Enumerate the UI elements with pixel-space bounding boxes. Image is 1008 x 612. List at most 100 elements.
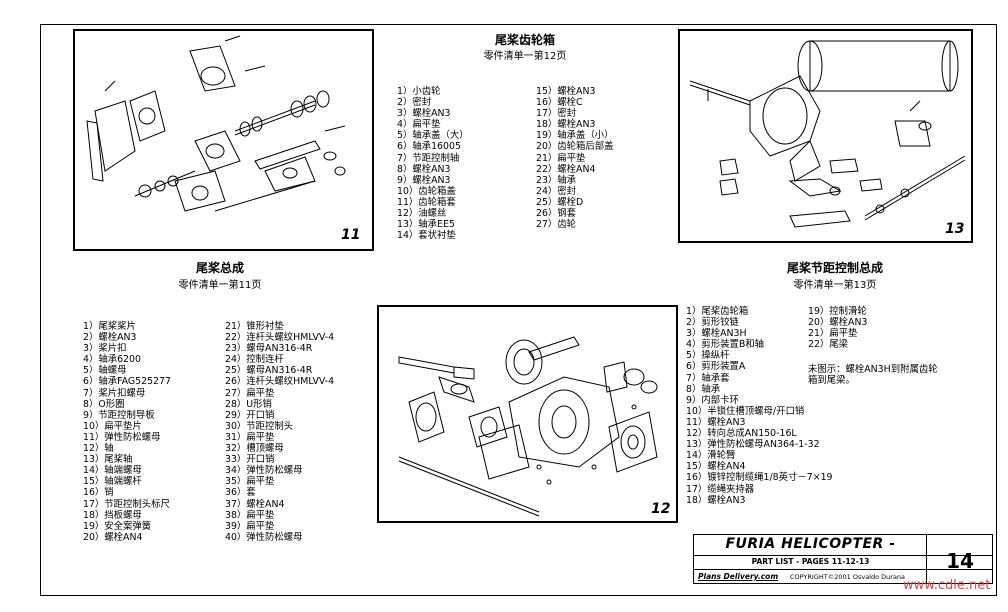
list-item: 12）转向总成AN150-16L — [686, 428, 797, 440]
list-item: 12）轴 — [83, 443, 114, 455]
copyright-text: COPYRIGHT©2001 Osvaldo Durana — [790, 573, 906, 581]
list-item: 2）剪形铰链 — [686, 317, 739, 329]
pitch-control-parts-list-col2: 19）控制滑轮 20）螺栓AN3 21）扁平垫 22）尾梁 — [808, 306, 867, 350]
list-item: 20）螺栓AN3 — [808, 317, 868, 329]
list-item: 16）镀锌控制缆绳1/8英寸－7×19 — [686, 472, 833, 484]
list-item: 19）轴承盖（小） — [536, 130, 614, 142]
list-item: 27）齿轮 — [536, 219, 577, 231]
list-item: 8）O形圈 — [83, 398, 125, 410]
list-item: 40）弹性防松螺母 — [225, 531, 303, 543]
list-item: 6）剪形装置A — [686, 361, 746, 373]
drawing-number-13: 13 — [945, 221, 965, 237]
list-item: 29）开口销 — [225, 409, 275, 421]
list-item: 6）轴承16005 — [397, 141, 461, 153]
list-item: 7）节距控制轴 — [397, 152, 460, 164]
list-item: 20）齿轮箱后部盖 — [536, 141, 614, 153]
pitch-control-subtitle: 零件清单一第13页 — [793, 280, 877, 291]
list-item: 18）挡板螺母 — [83, 509, 142, 521]
title-block: FURIA HELICOPTER - PART LIST - PAGES 11-… — [693, 534, 993, 584]
list-item: 18）螺栓AN3 — [536, 119, 596, 131]
drawing-title: FURIA HELICOPTER - — [725, 536, 896, 552]
list-item: 20）螺栓AN4 — [83, 531, 143, 543]
pitch-control-drawing — [689, 40, 966, 228]
page-number: 14 — [946, 549, 974, 573]
list-item: 21）扁平垫 — [808, 328, 858, 340]
website-link[interactable]: Plans Delivery.com — [698, 572, 779, 581]
list-item: 5）轴承盖（大） — [397, 130, 469, 142]
list-item: 3）螺栓AN3 — [397, 108, 451, 120]
list-item: 30）节距控制头 — [225, 420, 294, 432]
list-item: 13）轴承EE5 — [397, 219, 455, 231]
list-item: 9）内部卡环 — [686, 394, 739, 406]
list-item: 7）轴承套 — [686, 372, 730, 384]
drawing-11-box: 11 — [73, 29, 374, 251]
list-item: 12）油螺丝 — [397, 208, 447, 220]
list-item: 8）轴承 — [686, 383, 721, 395]
list-item: 11）螺栓AN3 — [686, 416, 746, 428]
list-item: 39）扁平垫 — [225, 520, 275, 532]
list-item: 21）锥形衬垫 — [225, 321, 284, 332]
list-item: 17）缆绳夹持器 — [686, 483, 755, 495]
list-item: 25）螺母AN316-4R — [225, 365, 313, 377]
list-item: 35）扁平垫 — [225, 476, 275, 488]
list-item: 3）桨片扣 — [83, 343, 127, 355]
list-item: 34）弹性防松螺母 — [225, 465, 303, 477]
list-item: 22）连杆头螺纹HMLVV-4 — [225, 332, 335, 344]
divider — [694, 555, 992, 556]
list-item: 2）密封 — [397, 97, 432, 109]
list-item: 3）螺栓AN3H — [686, 328, 747, 340]
list-item: 1）小齿轮 — [397, 86, 441, 97]
tail-rotor-subtitle: 零件清单一第11页 — [178, 280, 262, 291]
list-item: 14）套状衬垫 — [397, 230, 456, 242]
list-item: 14）滑轮臂 — [686, 450, 736, 462]
list-item: 15）轴端螺杆 — [83, 476, 142, 488]
list-item: 4）轴承6200 — [83, 354, 141, 366]
page-frame — [40, 24, 997, 596]
list-item: 1）尾桨桨片 — [83, 321, 136, 332]
list-item: 16）销 — [83, 487, 114, 499]
list-item: 24）控制连杆 — [225, 354, 284, 366]
gearbox-parts-list-col1: 1）小齿轮 2）密封 3）螺栓AN3 4）扁平垫 5）轴承盖（大） 6）轴承16… — [397, 86, 469, 241]
drawing-12-box: 12 — [377, 305, 678, 523]
tail-rotor-title: 尾桨总成 — [195, 261, 244, 275]
pitch-control-note: 未图示：螺栓AN3H到附属齿轮 箱到尾梁。 — [808, 364, 938, 386]
list-item: 22）螺栓AN4 — [536, 163, 596, 175]
list-item: 6）轴承FAG525277 — [83, 376, 171, 388]
list-item: 33）开口销 — [225, 454, 275, 466]
list-item: 8）螺栓AN3 — [397, 163, 451, 175]
list-item: 17）节距控制头标尺 — [83, 498, 170, 510]
list-item: 26）连杆头螺纹HMLVV-4 — [225, 376, 335, 388]
gearbox-subtitle: 零件清单一第12页 — [483, 51, 567, 62]
watermark: www.cdle.net — [903, 578, 991, 593]
list-item: 26）钢套 — [536, 208, 577, 220]
list-item: 27）扁平垫 — [225, 387, 275, 399]
list-item: 22）尾梁 — [808, 339, 849, 351]
list-item: 17）密封 — [536, 108, 577, 120]
part-list-label: PART LIST - PAGES 11-12-13 — [751, 557, 870, 566]
list-item: 36）套 — [225, 487, 256, 499]
note-line: 箱到尾梁。 — [808, 375, 855, 387]
page-number-cell: 14 — [926, 535, 993, 583]
list-item: 10）齿轮箱盖 — [397, 185, 456, 197]
list-item: 4）扁平垫 — [397, 119, 441, 131]
list-item: 9）节距控制导板 — [83, 409, 155, 421]
list-item: 7）桨片扣螺母 — [83, 387, 146, 399]
pitch-control-title: 尾桨节距控制总成 — [786, 261, 883, 275]
list-item: 31）扁平垫 — [225, 431, 275, 443]
list-item: 25）螺栓D — [536, 196, 584, 208]
list-item: 28）U形销 — [225, 398, 272, 410]
list-item: 13）尾桨轴 — [83, 454, 133, 466]
list-item: 21）扁平垫 — [536, 152, 586, 164]
gearbox-title: 尾桨齿轮箱 — [494, 33, 555, 47]
list-item: 1）尾桨齿轮箱 — [686, 306, 749, 317]
list-item: 10）半锁住槽顶螺母/开口销 — [686, 405, 805, 417]
list-item: 11）弹性防松螺母 — [83, 431, 161, 443]
list-item: 18）螺栓AN3 — [686, 494, 746, 506]
list-item: 11）齿轮箱套 — [397, 196, 456, 208]
list-item: 16）螺栓C — [536, 97, 583, 109]
note-line: 未图示：螺栓AN3H到附属齿轮 — [808, 364, 938, 375]
list-item: 15）螺栓AN3 — [536, 86, 596, 97]
list-item: 19）控制滑轮 — [808, 306, 867, 317]
gearbox-parts-list-col2: 15）螺栓AN3 16）螺栓C 17）密封 18）螺栓AN3 19）轴承盖（小）… — [536, 86, 614, 230]
list-item: 23）螺母AN316-4R — [225, 343, 313, 355]
